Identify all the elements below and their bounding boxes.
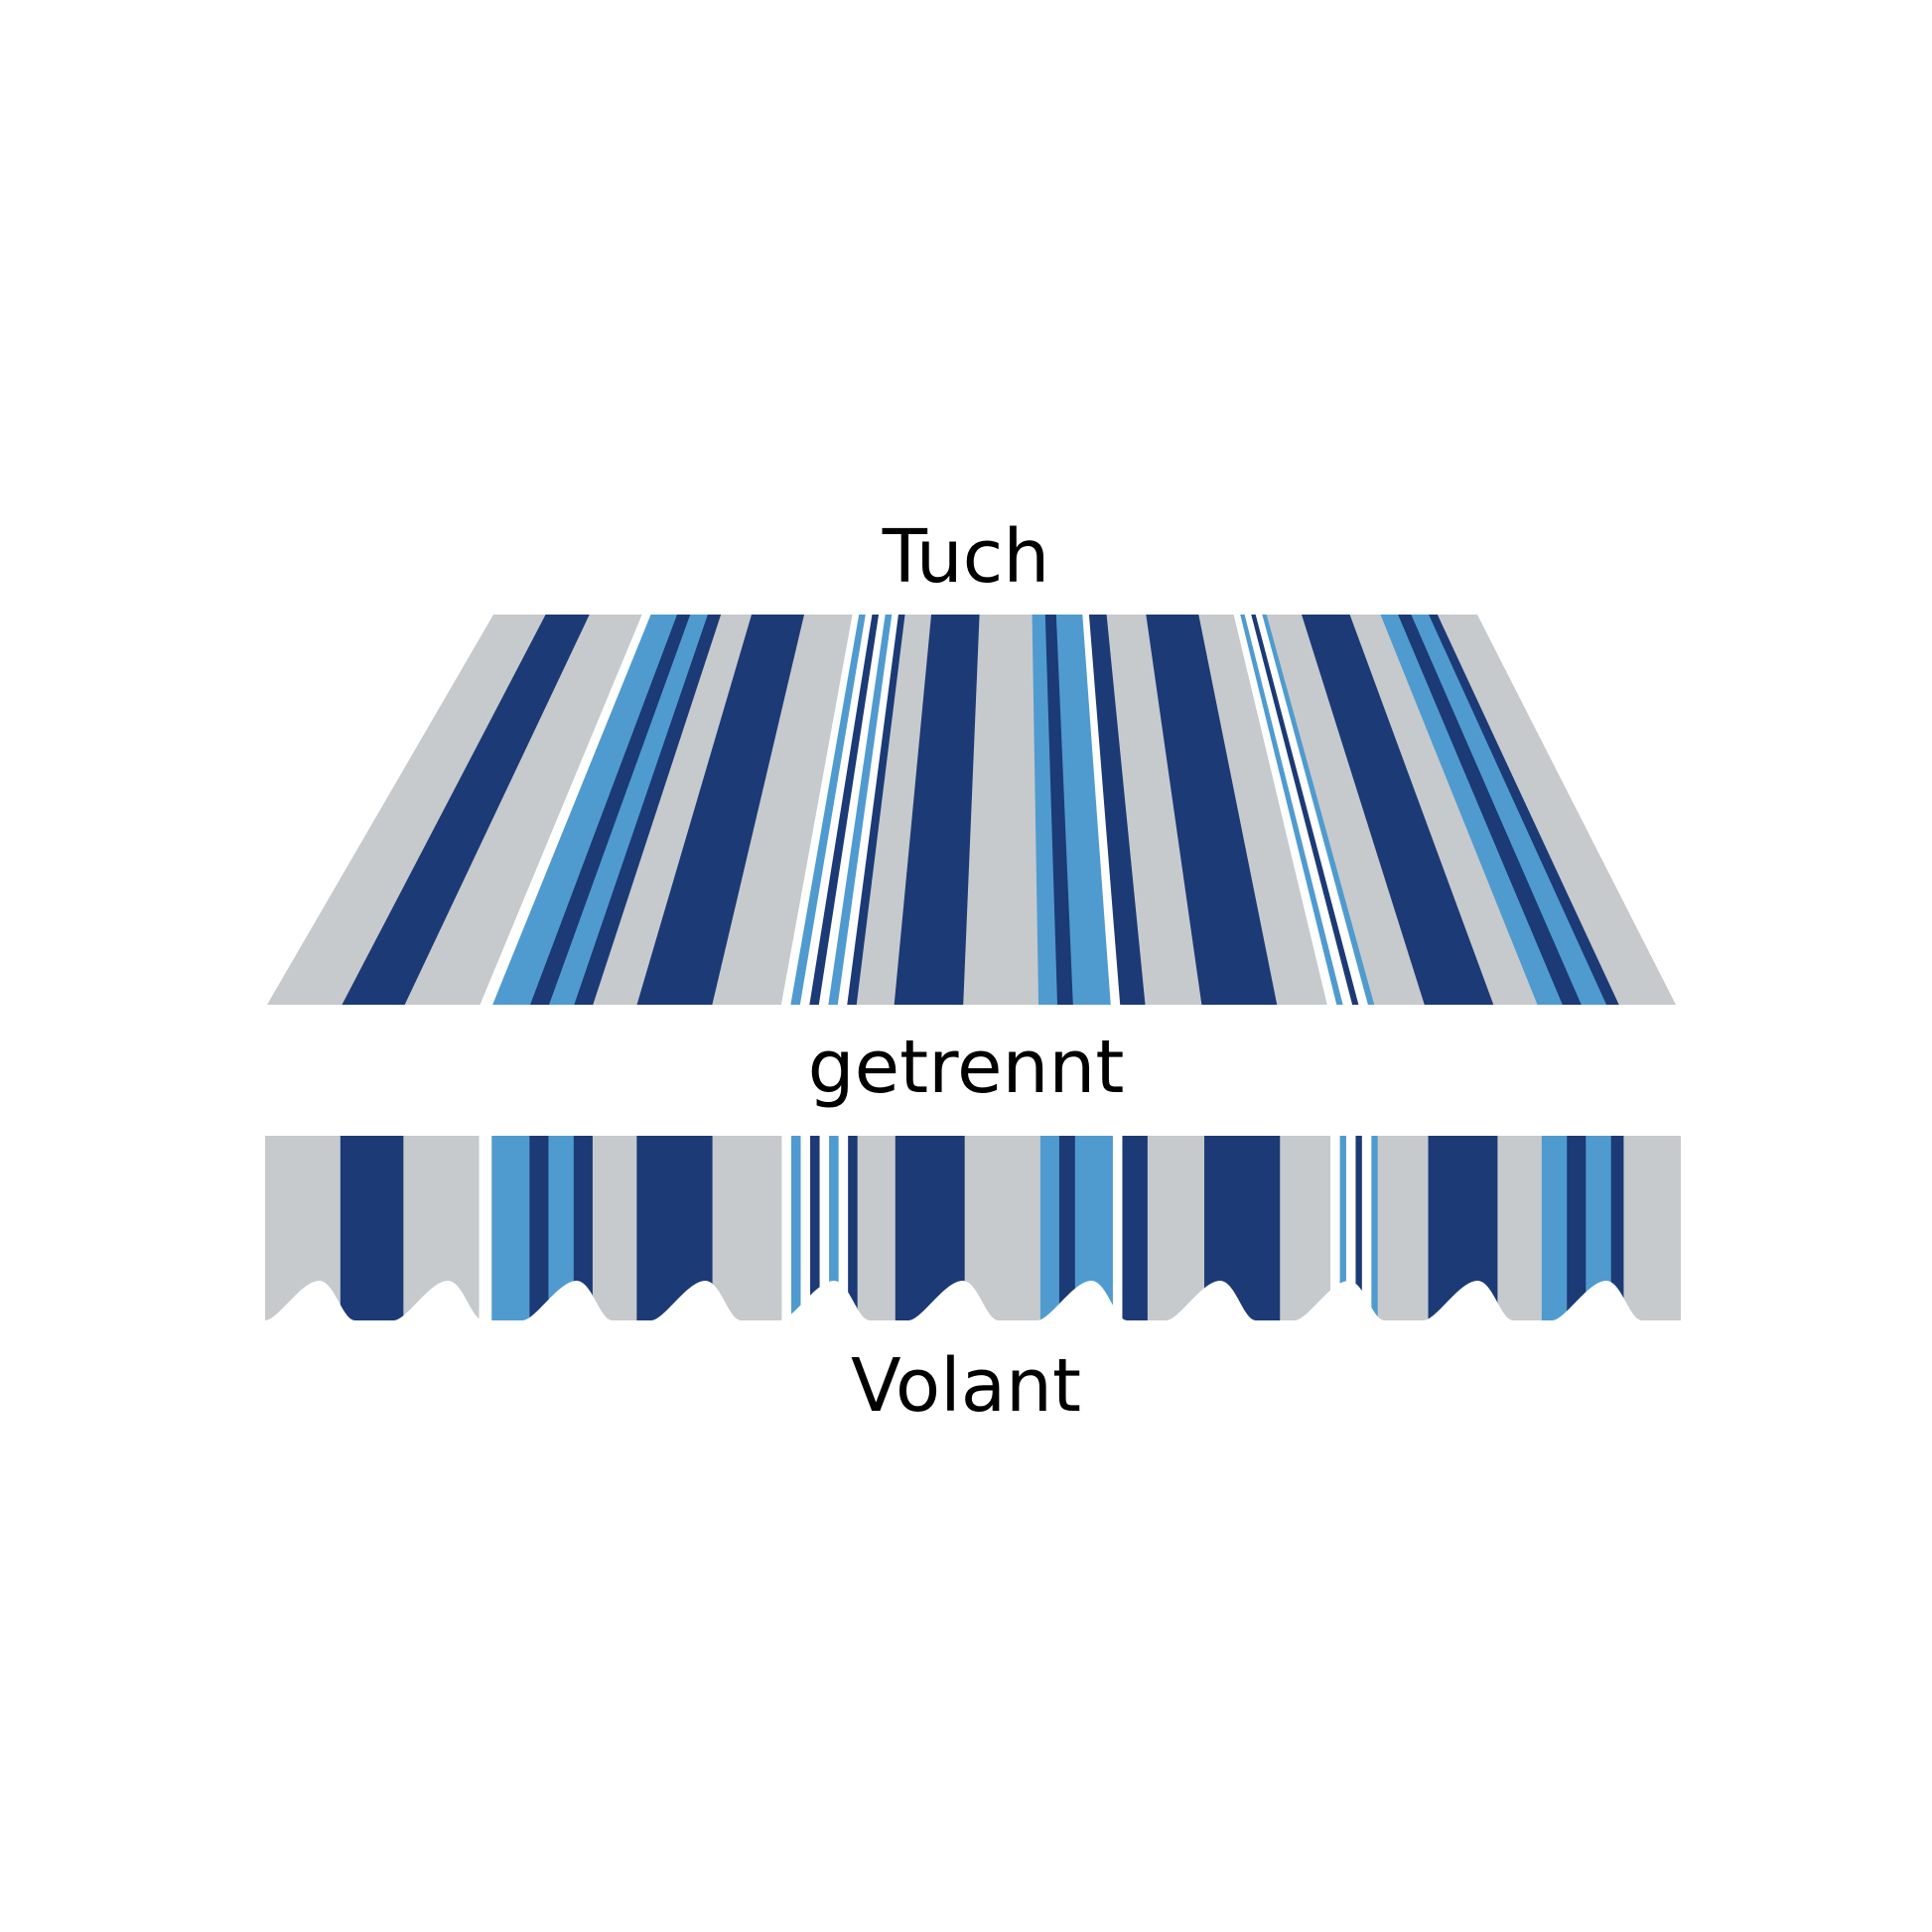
volant-stripe: [1330, 1136, 1341, 1320]
tuch-stripe: [1398, 615, 1583, 1005]
tuch-stripe: [1233, 615, 1338, 1005]
tuch-stripe: [530, 615, 692, 1005]
tuch-stripe: [837, 615, 899, 1005]
tuch-stripe: [809, 615, 880, 1005]
volant-stripe: [712, 1136, 783, 1320]
tuch-stripe: [1429, 615, 1620, 1005]
volant-stripe: [790, 1136, 802, 1320]
tuch-stripe: [790, 615, 867, 1005]
volant-stripe: [403, 1136, 481, 1320]
volant-stripe: [479, 1136, 493, 1320]
label-volant: Volant: [851, 1343, 1081, 1429]
tuch-stripe: [1302, 615, 1495, 1005]
tuch-stripe: [818, 615, 887, 1005]
tuch-stripe: [574, 615, 722, 1005]
volant-stripe: [340, 1136, 405, 1320]
label-tuch: Tuch: [882, 514, 1050, 600]
volant-stripe: [819, 1136, 830, 1320]
tuch-stripe: [1240, 615, 1344, 1005]
volant-stripe: [1377, 1136, 1430, 1320]
tuch-stripe: [856, 615, 932, 1005]
volant-stripe: [895, 1136, 966, 1320]
tuch-fabric: [267, 615, 1676, 1005]
volant-stripe: [838, 1136, 849, 1320]
volant-stripe: [1371, 1136, 1379, 1320]
tuch-stripe: [1255, 615, 1369, 1005]
volant-stripe: [1058, 1136, 1076, 1320]
tuch-stripe: [1262, 615, 1376, 1005]
volant-stripe: [1147, 1136, 1205, 1320]
volant-stripe: [1280, 1136, 1331, 1320]
tuch-stripe: [492, 615, 678, 1005]
tuch-stripe: [480, 615, 652, 1005]
tuch-stripe: [963, 615, 1039, 1005]
volant-stripe: [592, 1136, 638, 1320]
tuch-stripe: [894, 615, 981, 1005]
volant-stripe: [1112, 1136, 1124, 1320]
tuch-stripe: [828, 615, 894, 1005]
volant-stripe: [1339, 1136, 1347, 1320]
volant-stripe: [1204, 1136, 1282, 1320]
volant-stripe: [1428, 1136, 1499, 1320]
volant-stripe: [1345, 1136, 1357, 1320]
tuch-stripe: [636, 615, 805, 1005]
tuch-stripe: [1082, 615, 1122, 1005]
tuch-stripe: [1244, 615, 1353, 1005]
volant-stripe: [491, 1136, 531, 1320]
volant-stripe: [810, 1136, 821, 1320]
volant-stripe: [265, 1136, 342, 1320]
tuch-stripe: [1380, 615, 1564, 1005]
volant-stripe: [1039, 1136, 1060, 1320]
tuch-stripe: [1349, 615, 1539, 1005]
tuch-stripe: [847, 615, 906, 1005]
tuch-stripe: [593, 615, 753, 1005]
tuch-stripe: [1266, 615, 1426, 1005]
volant-stripe: [1497, 1136, 1543, 1320]
volant-stripe: [1361, 1136, 1373, 1320]
tuch-stripe: [1106, 615, 1203, 1005]
label-getrennt: getrennt: [807, 1025, 1125, 1110]
tuch-stripe: [1044, 615, 1074, 1005]
volant-stripe: [1586, 1136, 1612, 1320]
tuch-stripe: [549, 615, 709, 1005]
tuch-stripe: [1032, 615, 1058, 1005]
tuch-stripe: [1437, 615, 1676, 1005]
volant-stripe: [781, 1136, 792, 1320]
volant-stripe: [800, 1136, 811, 1320]
tuch-stripe: [267, 615, 547, 1005]
volant-stripe: [636, 1136, 714, 1320]
volant-stripe: [1623, 1136, 1681, 1320]
tuch-stripe: [1088, 615, 1147, 1005]
tuch-stripe: [1411, 615, 1607, 1005]
volant-stripe: [1122, 1136, 1149, 1320]
volant-stripe: [529, 1136, 550, 1320]
tuch-stripe: [342, 615, 591, 1005]
tuch-stripe: [712, 615, 854, 1005]
volant-fabric: [265, 1136, 1681, 1320]
volant-stripe: [1355, 1136, 1363, 1320]
tuch-stripe: [1055, 615, 1112, 1005]
tuch-stripe: [1198, 615, 1328, 1005]
volant-stripe: [964, 1136, 1041, 1320]
tuch-stripe: [799, 615, 874, 1005]
volant-stripe: [1567, 1136, 1587, 1320]
volant-stripe: [857, 1136, 897, 1320]
tuch-stripe: [780, 615, 860, 1005]
volant-stripe: [1074, 1136, 1114, 1320]
volant-stripe: [573, 1136, 594, 1320]
volant-stripe: [848, 1136, 859, 1320]
volant-stripe: [1610, 1136, 1625, 1320]
volant-stripe: [1541, 1136, 1569, 1320]
tuch-stripe: [404, 615, 643, 1005]
tuch-stripe: [1251, 615, 1360, 1005]
tuch-stripe: [1146, 615, 1279, 1005]
volant-stripe: [829, 1136, 840, 1320]
volant-stripe: [548, 1136, 575, 1320]
